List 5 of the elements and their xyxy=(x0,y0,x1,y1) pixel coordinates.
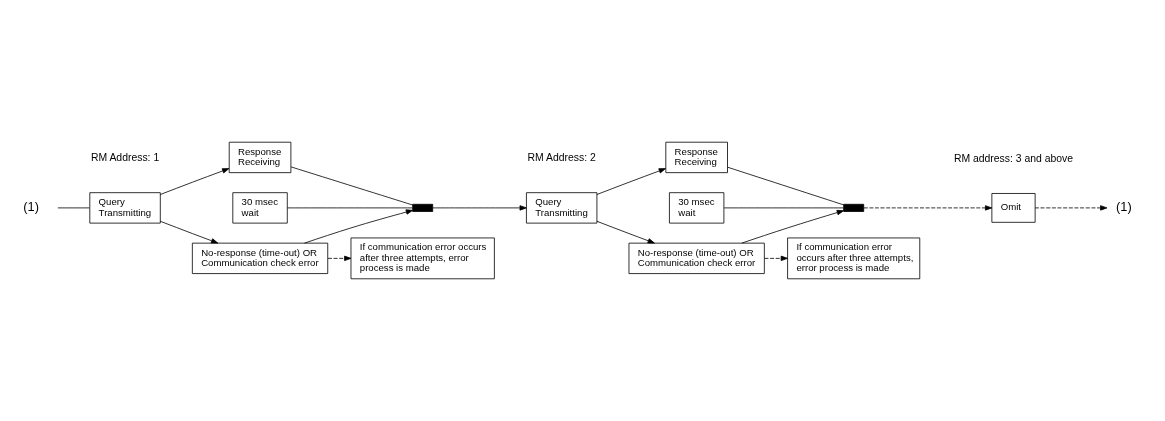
node-text: (1) xyxy=(1116,198,1132,214)
label: RM address: 3 and above xyxy=(953,152,1074,164)
node-text: (1) xyxy=(23,198,39,214)
label: RM Address: 1 xyxy=(90,151,160,163)
label: RM Address: 2 xyxy=(527,151,596,163)
